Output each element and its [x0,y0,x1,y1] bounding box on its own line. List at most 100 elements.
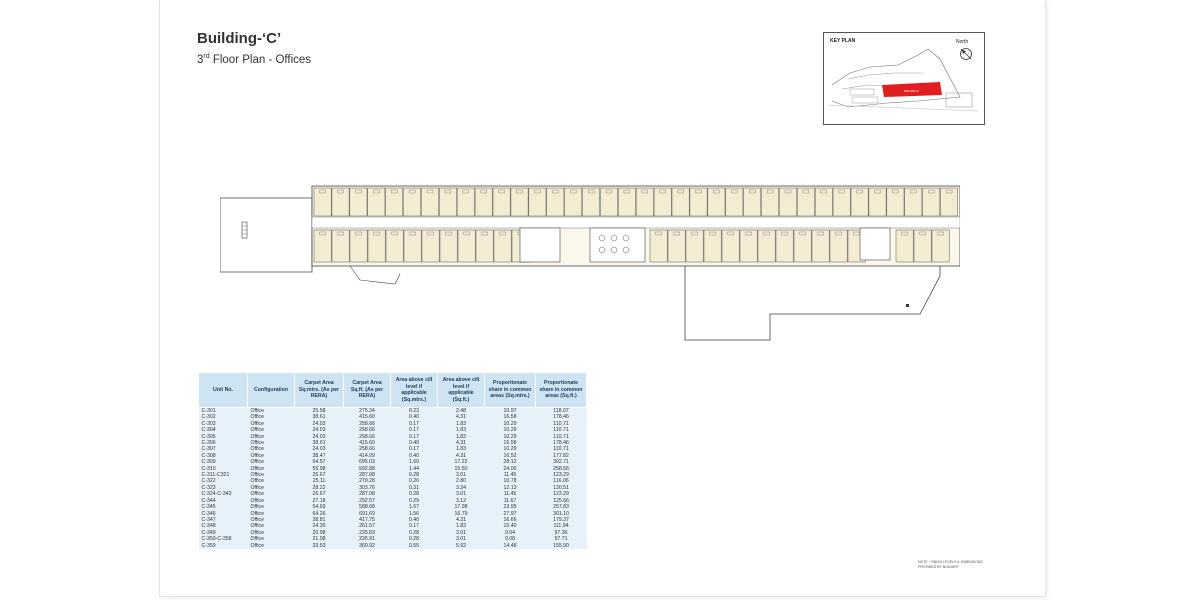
unit-cell-fixture [534,189,541,194]
table-cell: 588.68 [343,504,391,511]
unit-cell-fixture [570,189,577,194]
table-cell: 1.83 [437,446,485,453]
table-cell: Office [247,472,295,479]
table-cell: C-302 [198,414,248,421]
table-cell: 64.57 [294,459,344,466]
table-cell: C-301 [198,407,248,415]
unit-cell [385,229,404,263]
unit-cell [895,229,914,263]
table-cell: Office [247,516,295,524]
table-cell: 16.66 [484,516,536,524]
unit-cell-fixture [695,189,702,194]
table-cell: 64.26 [294,510,344,517]
unit-cell [832,187,851,217]
unit-cell-fixture [745,231,752,236]
table-cell: 24.03 [294,446,344,453]
table-cell: 25.58 [294,407,344,415]
unit-cell [474,187,493,217]
unit-cell-fixture [355,231,362,236]
col-common-sqm: Proportionate share in common areas (Sq.… [484,372,536,408]
unit-cell [385,187,404,217]
unit-cell-fixture [799,231,806,236]
table-cell: 1.83 [437,420,485,428]
unit-cell-fixture [713,189,720,194]
table-cell: 38.61 [294,414,344,421]
north-label: North [956,39,969,45]
table-cell: Office [247,484,295,492]
unit-cell-fixture [820,189,827,194]
footnote-text: NOTE : FINISH LEVELS & DIMENSIONS PROVID… [918,560,983,569]
table-cell: 257.83 [535,504,587,511]
unit-cell-fixture [655,231,662,236]
table-cell: Office [247,427,295,434]
table-cell: Office [247,452,295,460]
unit-cell-fixture [319,231,326,236]
table-cell: 5.92 [437,542,485,549]
unit-cell [814,187,833,217]
table-cell: 33.53 [294,542,344,549]
table-cell: 275.34 [343,407,391,415]
unit-cell-fixture [874,189,881,194]
table-cell: 0.55 [390,542,438,549]
table-cell: Office [247,420,295,428]
col-unit-no: Unit No. [198,372,248,408]
table-cell: C-303 [198,420,248,428]
table-cell: C-307 [198,446,248,453]
table-cell: 1.83 [437,427,485,434]
table-cell: 55.98 [294,465,344,473]
unit-cell [868,187,887,217]
table-cell: Office [247,478,295,485]
unit-cell [757,229,776,263]
unit-cell-fixture [781,231,788,236]
unit-cell-fixture [445,231,452,236]
table-cell: C-349 [198,529,248,537]
unit-cell-fixture [677,189,684,194]
table-cell: 17.98 [437,504,485,511]
unit-cell-fixture [727,231,734,236]
table-cell: 0.17 [390,427,438,434]
unit-cell-fixture [444,189,452,194]
table-cell: 28.22 [294,484,344,492]
table-cell: 1.83 [437,523,485,530]
table-cell: 0.17 [390,523,438,530]
unit-cell [493,229,512,263]
unit-cell-fixture [853,231,860,236]
unit-cell [439,187,457,217]
table-cell: 3.01 [437,472,485,479]
key-plan: KEY PLAN North BUILDING-C [823,32,985,125]
unit-cell-fixture [641,189,648,194]
table-cell: 17.22 [437,459,485,466]
table-cell: 178.46 [535,414,587,421]
table-cell: 4.31 [437,440,485,447]
key-plan-site-drawing: BUILDING-C [828,48,978,112]
unit-cell [739,229,758,263]
table-cell: 3.01 [437,529,485,537]
unit-cell-fixture [919,231,926,236]
unit-cell-fixture [766,189,774,194]
unit-cell [349,187,368,217]
unit-cell-fixture [605,189,613,194]
unit-cell-fixture [355,189,362,194]
unit-cell [456,187,475,217]
table-cell: 125.66 [535,497,587,505]
page-subtitle: 3rd Floor Plan - Offices [197,53,311,66]
table-cell: 3.01 [437,491,485,498]
unit-cell-fixture [937,231,944,236]
unit-cell [793,229,812,263]
table-cell: C-308 [198,452,248,460]
table-cell: 414.09 [343,452,391,460]
unit-cell [528,187,547,217]
table-cell: 0.23 [390,407,438,415]
table-cell: 20.98 [294,529,344,537]
table-cell: 10.78 [484,478,536,485]
table-cell: 0.29 [390,497,438,505]
col-cill-sqft: Area above cill level if applicable (Sq.… [437,372,485,408]
